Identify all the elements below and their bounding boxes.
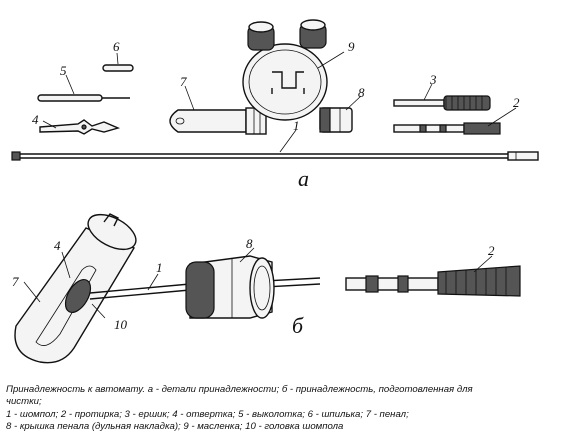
subfigure-b-label: б [292, 313, 304, 338]
brush-3 [393, 95, 491, 111]
pin-6 [102, 64, 134, 72]
case-7 [169, 107, 267, 135]
figure-caption: Принадлежность к автомату. а - детали пр… [6, 384, 558, 434]
drift-punch-5 [37, 94, 130, 102]
label-8: 8 [358, 85, 365, 100]
label-2b: 2 [488, 243, 495, 258]
wiper-2-assembled [345, 265, 521, 297]
caption-line-3: 1 - шомпол; 2 - протирка; 3 - ершик; 4 -… [6, 408, 409, 420]
diagram-part-a: 6 5 4 7 9 8 3 2 1 а [11, 19, 539, 191]
label-1b: 1 [156, 260, 163, 275]
subfigure-a-label: а [298, 166, 309, 191]
accessories-diagram: 6 5 4 7 9 8 3 2 1 а [11, 19, 539, 364]
label-9: 9 [348, 39, 355, 54]
caption-line-1: Принадлежность к автомату. а - детали пр… [6, 384, 473, 395]
oiler-9 [242, 19, 328, 121]
case-7-assembled [14, 213, 137, 364]
cover-8 [319, 107, 353, 133]
label-7b: 7 [12, 274, 19, 289]
label-4b: 4 [54, 238, 61, 253]
cleaning-rod-1 [11, 151, 539, 161]
wiper-2a [393, 122, 501, 135]
label-6: 6 [113, 39, 120, 54]
diagram-part-b: 4 7 10 1 8 2 б [12, 213, 521, 364]
label-3: 3 [429, 72, 437, 87]
label-2: 2 [513, 95, 520, 110]
cover-8-assembled [185, 255, 275, 319]
label-7: 7 [180, 74, 187, 89]
label-5: 5 [60, 63, 67, 78]
screwdriver-4 [39, 119, 121, 135]
label-1: 1 [293, 118, 300, 133]
caption-line-2: чистки; [6, 396, 42, 408]
label-10: 10 [114, 317, 128, 332]
label-8b: 8 [246, 236, 253, 251]
caption-line-4: 8 - крышка пенала (дульная накладка); 9 … [6, 421, 344, 433]
label-4: 4 [32, 112, 39, 127]
